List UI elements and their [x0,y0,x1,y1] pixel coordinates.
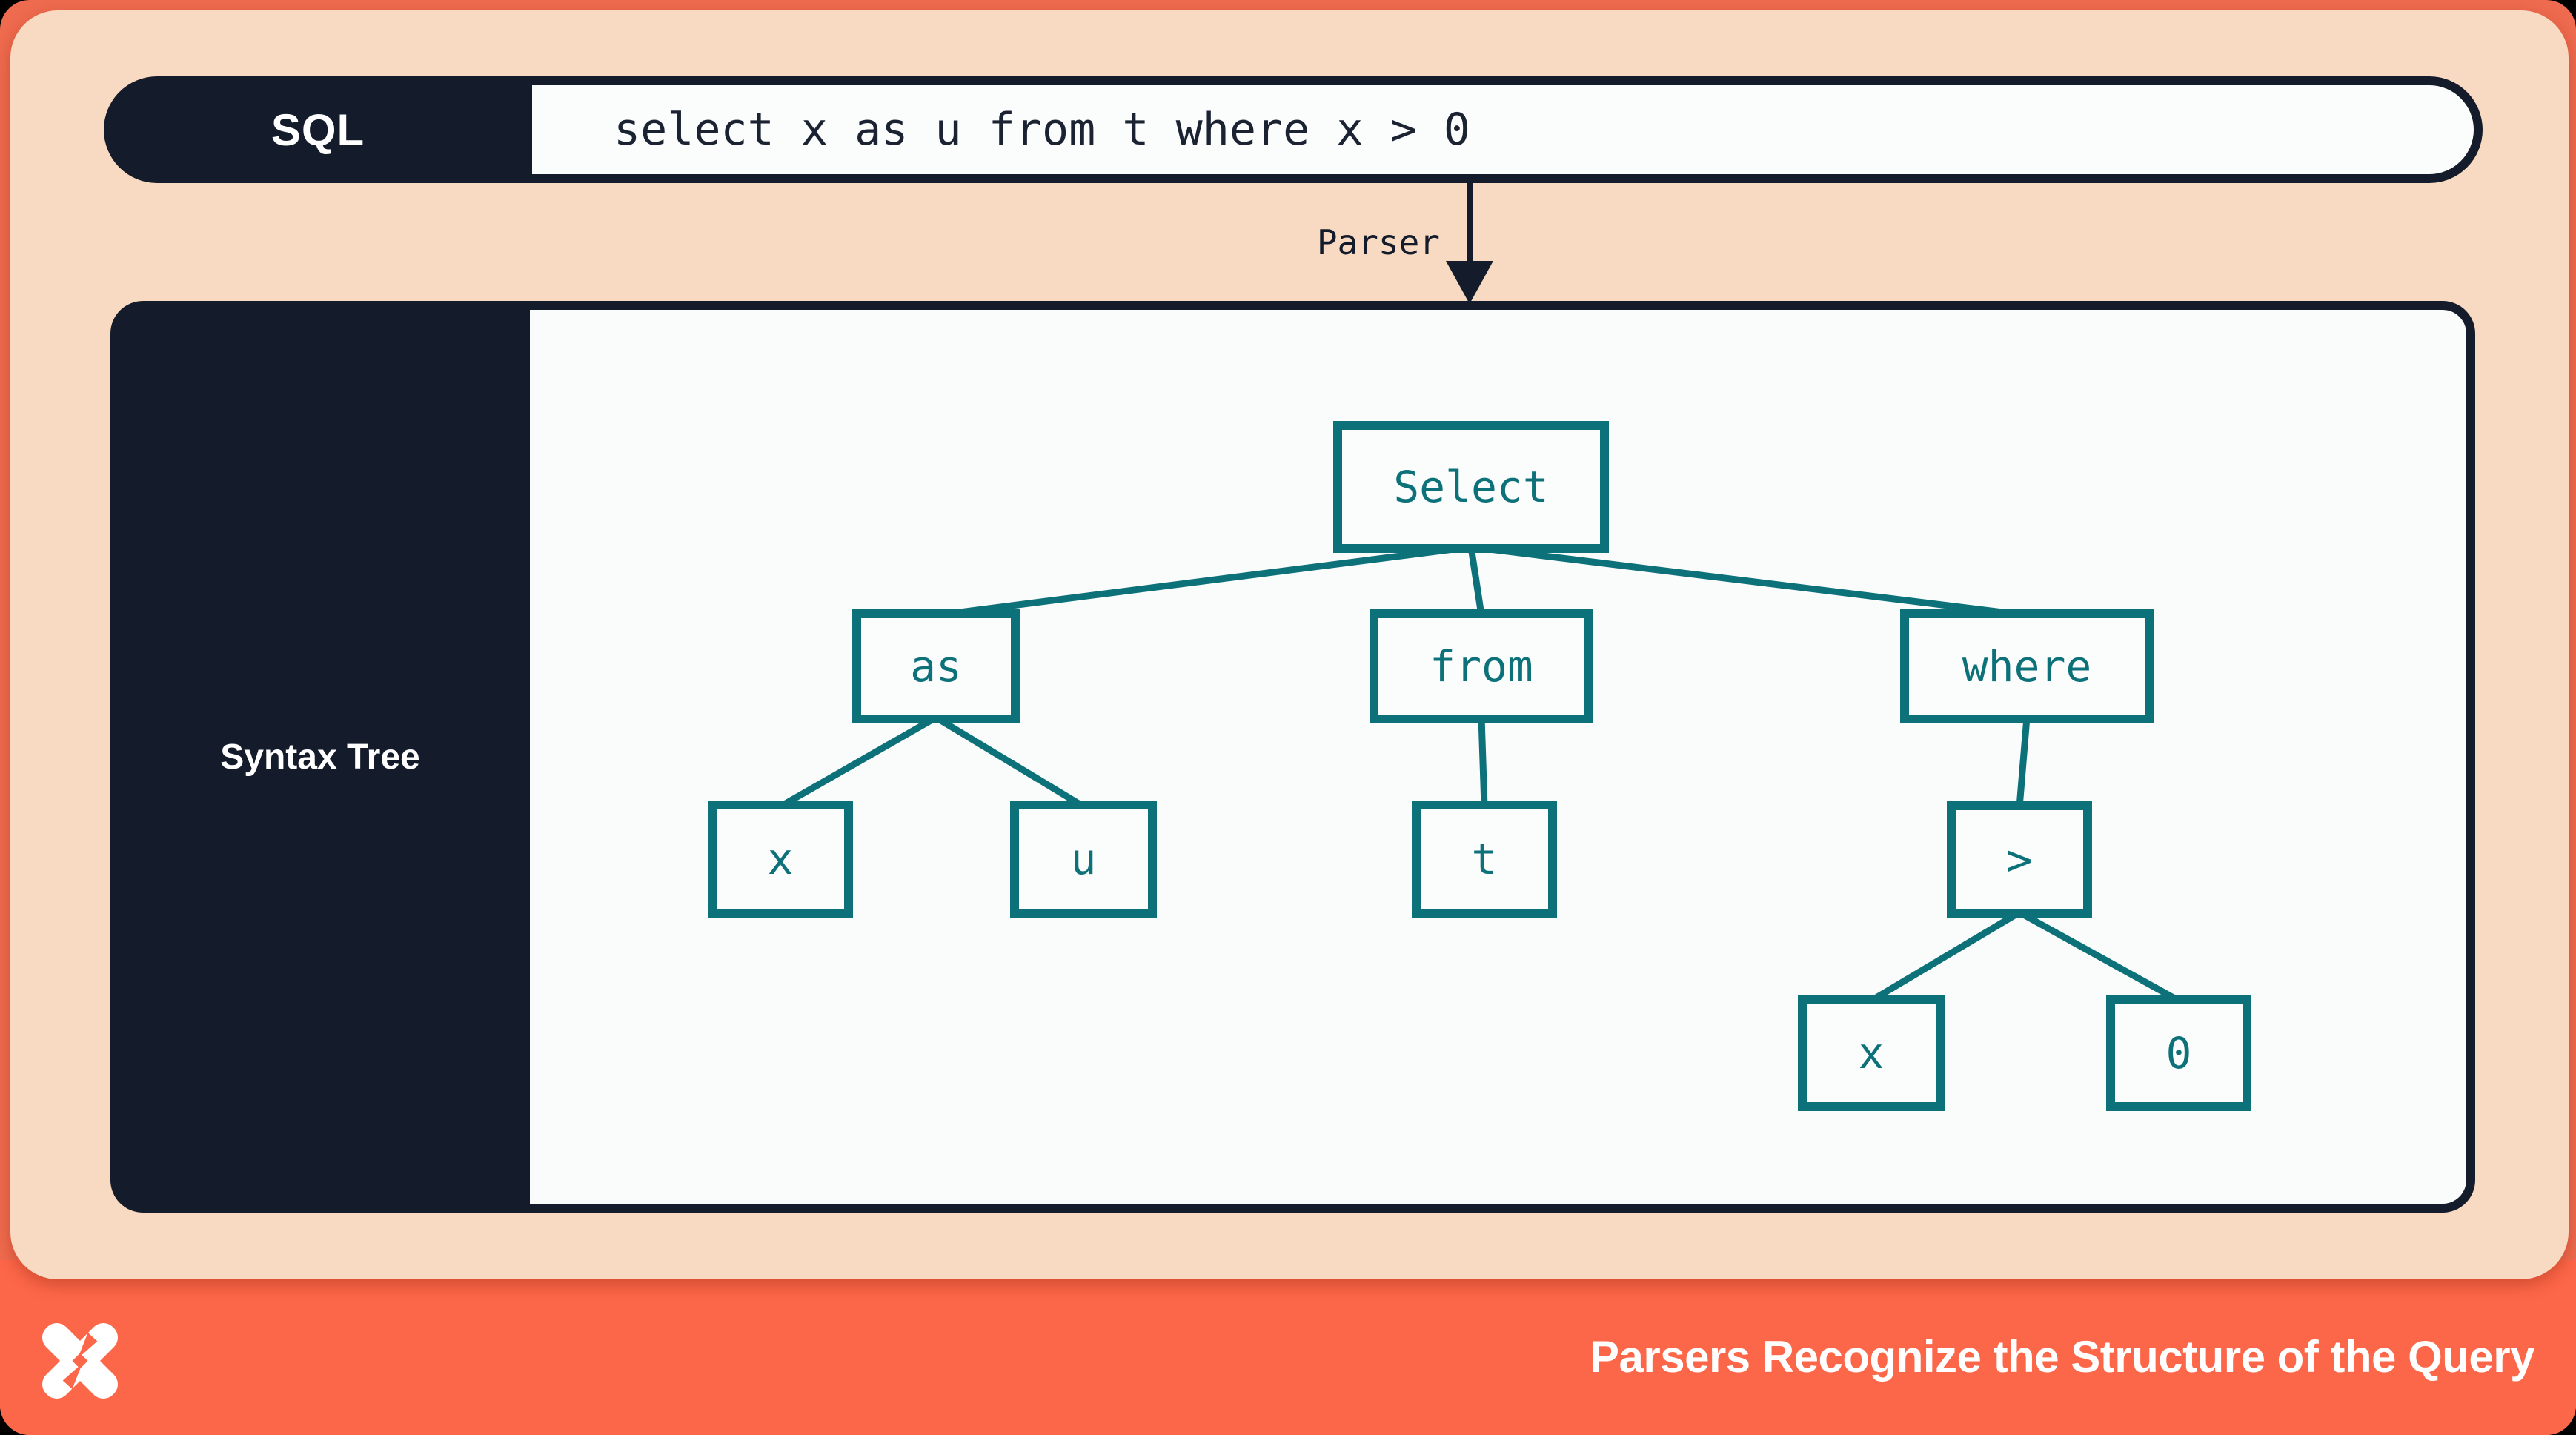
parser-arrow-line [1467,183,1473,267]
footer-bar [0,1260,2576,1435]
sql-bar-label: SQL [270,105,365,155]
sql-query-text: select x as u from t where x > 0 [614,104,1470,156]
sql-query-box: select x as u from t where x > 0 [532,85,2474,174]
tree-node-u: u [1010,801,1157,918]
tree-node-gt: > [1947,801,2092,918]
tree-edge-select-where [1470,543,2028,619]
tree-node-as: as [852,609,1020,723]
tree-edge-where-gt [2016,717,2031,808]
tree-node-zero: 0 [2106,995,2251,1111]
sql-bar: SQL select x as u from t where x > 0 [104,76,2483,183]
tree-node-x2: x [1798,995,1945,1111]
syntax-tree-label: Syntax Tree [220,737,420,777]
parser-label: Parser [1316,222,1440,262]
dolt-x-logo [42,1323,118,1399]
tree-edge-as-x1 [778,715,938,809]
tree-edge-from-t [1478,717,1488,807]
tree-node-x1: x [708,801,853,918]
tree-edge-select-from [1467,546,1485,616]
tree-node-t: t [1412,801,1557,918]
parser-arrow-head-icon [1446,261,1493,304]
tree-node-select: Select [1333,421,1609,553]
tree-edge-gt-zero [2017,909,2181,1004]
tree-edge-select-as [935,543,1472,619]
tree-edges [778,543,2181,1004]
footer-caption: Parsers Recognize the Structure of the Q… [1589,1332,2535,1382]
tree-node-from: from [1370,609,1593,723]
tree-edge-gt-x2 [1869,909,2022,1004]
tree-edge-as-u [934,715,1086,809]
tree-node-where: where [1900,609,2154,723]
